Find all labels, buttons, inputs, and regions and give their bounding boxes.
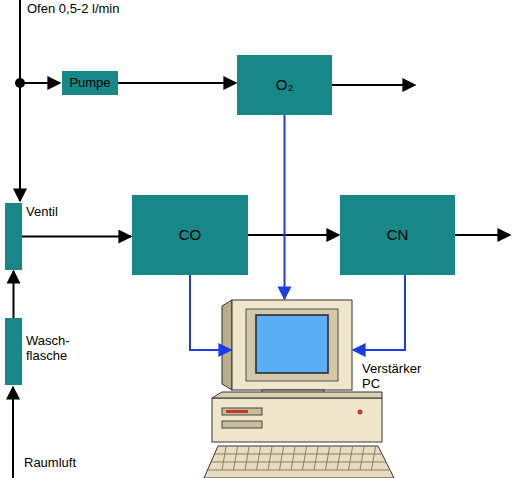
branch-arrow (20, 82, 60, 84)
key-stroke (326, 447, 330, 470)
key-stroke (349, 447, 353, 470)
key-stroke (372, 447, 376, 470)
inlet-arrow (12, 387, 14, 478)
valve-box: Ventil (5, 203, 22, 270)
key-stroke (234, 447, 238, 470)
text-holder: Pumpe (69, 76, 110, 91)
outlet-arrow (332, 84, 415, 86)
text-holder: O₂ (276, 76, 294, 93)
gas-flow-arrow (248, 234, 339, 236)
node-text: O₂ (276, 76, 294, 93)
text-holder: CO (179, 226, 202, 243)
gas-flow-arrow (13, 271, 15, 318)
node-text: Wasch- flasche (26, 334, 82, 364)
node-text: Verstärker PC (362, 362, 436, 392)
node-text: CO (179, 226, 202, 243)
gas-flow-arrow (22, 236, 131, 238)
node-text: Ventil (26, 205, 86, 220)
key-stroke (303, 447, 307, 470)
sensor-box: CN (340, 195, 455, 275)
outlet-arrow (455, 234, 510, 236)
key-stroke (291, 447, 295, 470)
key-stroke (314, 447, 318, 470)
key-stroke (360, 447, 364, 470)
pump-box: Pumpe (62, 71, 118, 95)
source-label: Ofen 0,5-2 l/min (27, 2, 120, 17)
key-stroke (268, 447, 272, 470)
sensor-box: CO (132, 195, 248, 275)
inlet-label: Raumluft (24, 456, 76, 471)
text-holder: Verstärker PC (362, 362, 436, 392)
washer-box: Wasch- flasche (5, 318, 22, 385)
key-stroke (245, 447, 249, 470)
key-stroke (337, 447, 341, 470)
computer-node: Verstärker PC (232, 300, 352, 390)
node-text: CN (387, 226, 409, 243)
text-holder: Wasch- flasche (26, 334, 82, 364)
text-holder: Ventil (26, 205, 86, 220)
signal-line (353, 275, 405, 350)
signal-line (190, 275, 231, 350)
supply-line (19, 0, 21, 201)
key-stroke (257, 447, 261, 470)
text-holder: CN (387, 226, 409, 243)
key-stroke (222, 447, 226, 470)
sensor-box: O₂ (237, 55, 332, 115)
node-text: Pumpe (69, 76, 110, 91)
key-stroke (280, 447, 284, 470)
gas-flow-arrow (118, 82, 236, 84)
signal-line (284, 115, 286, 299)
